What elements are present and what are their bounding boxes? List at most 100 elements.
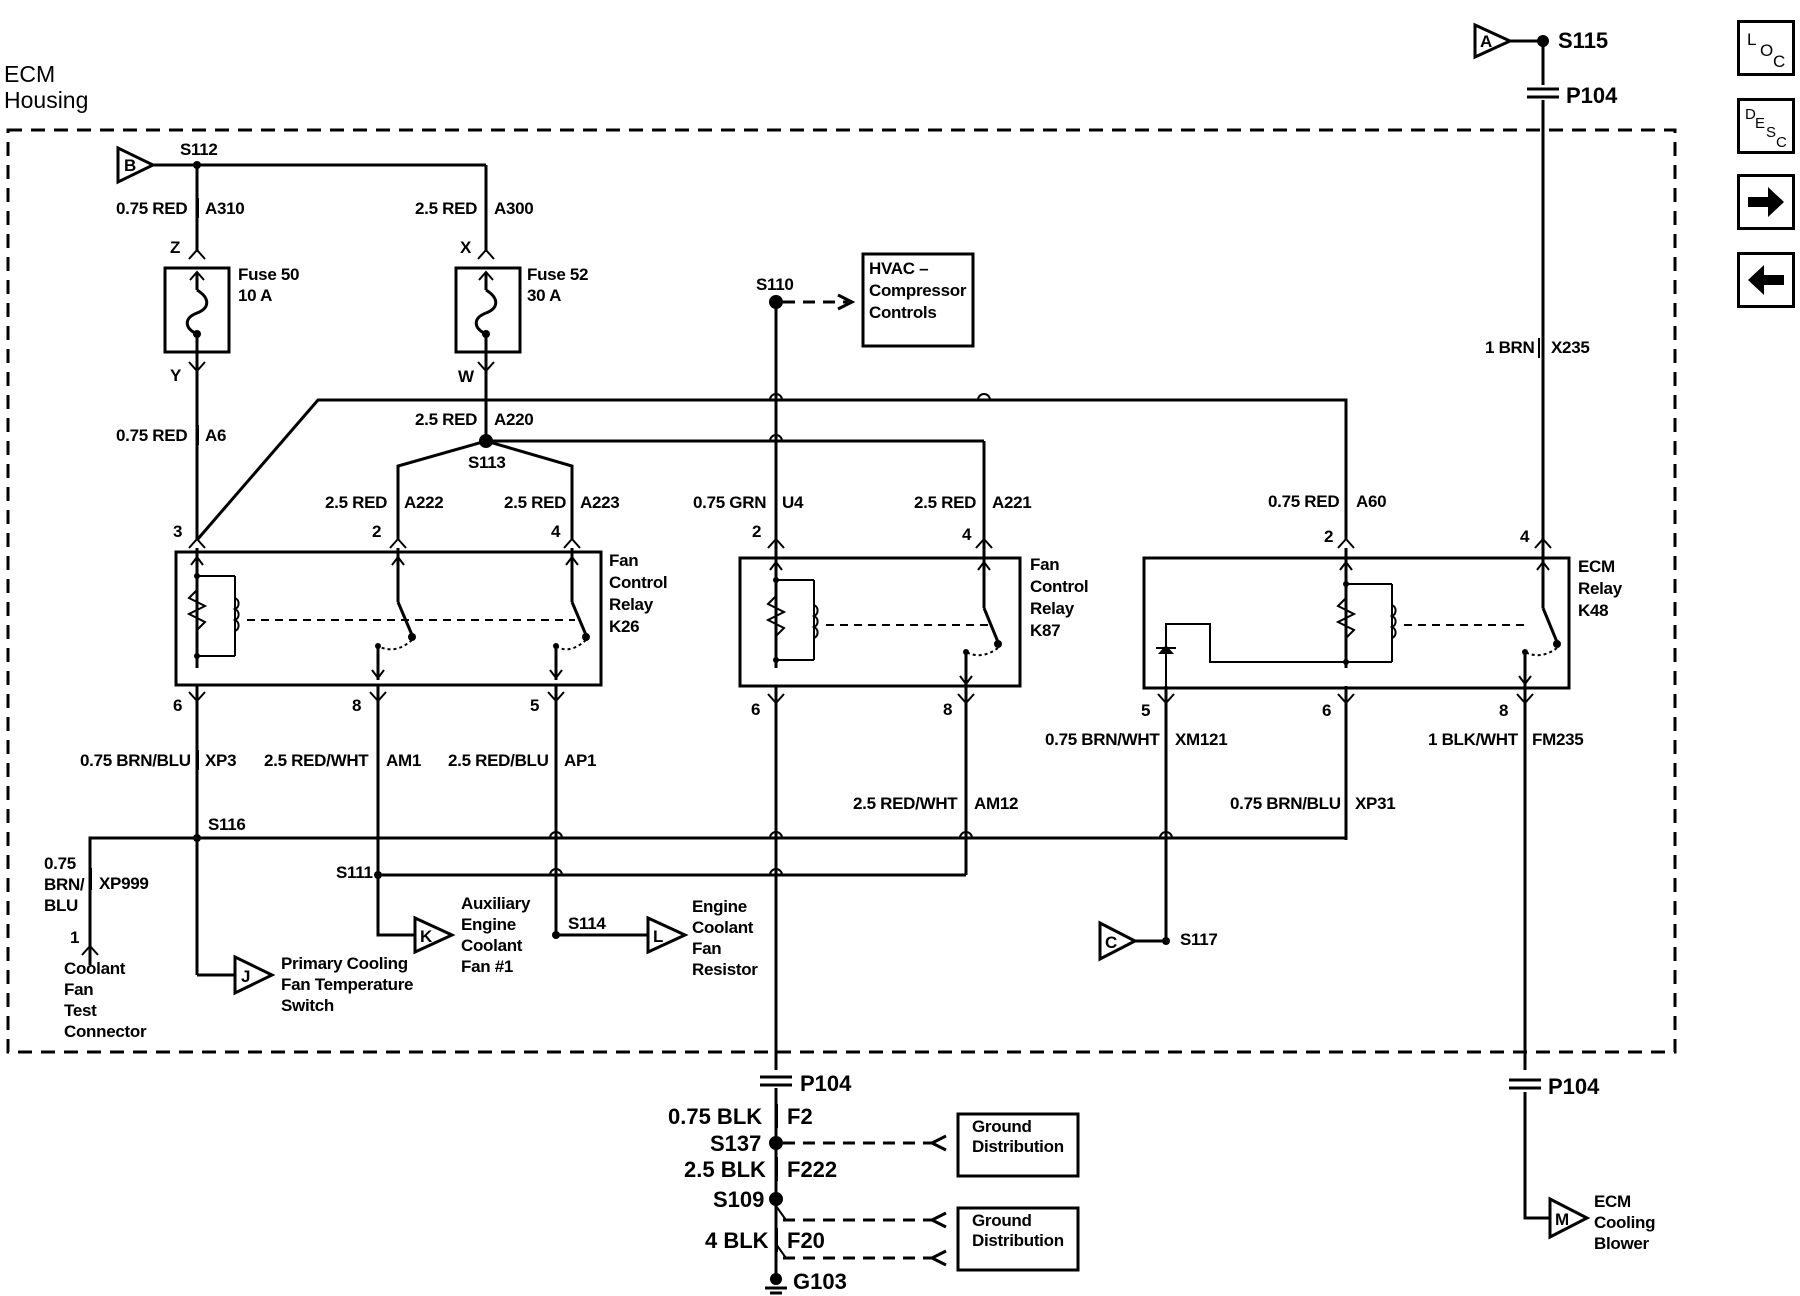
svg-text:0.75 RED: 0.75 RED — [1268, 492, 1339, 511]
next-button[interactable] — [1737, 174, 1795, 230]
svg-text:6: 6 — [751, 700, 760, 719]
svg-text:A: A — [1480, 32, 1492, 51]
splice-s109 — [769, 1192, 783, 1206]
svg-text:30 A: 30 A — [527, 286, 561, 305]
svg-text:Coolant: Coolant — [64, 959, 126, 978]
svg-text:W: W — [458, 367, 475, 386]
svg-text:F222: F222 — [787, 1157, 837, 1182]
splice-s111 — [374, 871, 382, 879]
svg-text:0.75 BLK: 0.75 BLK — [668, 1104, 762, 1129]
svg-text:A220: A220 — [494, 410, 533, 429]
svg-text:4: 4 — [962, 525, 972, 544]
connector-k[interactable]: K — [413, 915, 456, 955]
desc-button[interactable]: D E S C — [1737, 98, 1795, 154]
svg-text:C: C — [1773, 52, 1785, 71]
connector-c[interactable]: C — [1098, 920, 1139, 962]
svg-text:0.75 BRN/BLU: 0.75 BRN/BLU — [1230, 794, 1341, 813]
svg-text:S117: S117 — [1180, 930, 1218, 949]
svg-text:X235: X235 — [1551, 338, 1590, 357]
svg-text:Ground: Ground — [972, 1117, 1032, 1136]
svg-text:A60: A60 — [1356, 492, 1386, 511]
svg-text:K87: K87 — [1030, 621, 1060, 640]
svg-text:6: 6 — [1322, 701, 1331, 720]
svg-text:Z: Z — [170, 238, 180, 257]
svg-text:2: 2 — [752, 522, 761, 541]
svg-text:S110: S110 — [756, 275, 794, 294]
svg-text:Fan: Fan — [692, 939, 721, 958]
svg-text:1: 1 — [70, 928, 79, 947]
svg-text:2.5 RED/BLU: 2.5 RED/BLU — [448, 751, 549, 770]
svg-text:C: C — [1776, 134, 1787, 151]
svg-text:K: K — [420, 927, 433, 946]
svg-text:0.75 BRN/WHT: 0.75 BRN/WHT — [1045, 730, 1160, 749]
svg-text:Controls: Controls — [869, 303, 936, 322]
svg-text:A310: A310 — [205, 199, 244, 218]
housing-title-2: Housing — [4, 87, 88, 113]
splice-s117 — [1162, 937, 1170, 945]
svg-text:1 BLK/WHT: 1 BLK/WHT — [1428, 730, 1519, 749]
svg-text:Connector: Connector — [64, 1022, 147, 1041]
svg-text:Ground: Ground — [972, 1211, 1032, 1230]
svg-text:O: O — [1760, 41, 1773, 60]
svg-text:XP31: XP31 — [1355, 794, 1395, 813]
fan-control-relay-k87: Fan Control Relay K87 — [738, 548, 1089, 688]
svg-text:3: 3 — [173, 522, 182, 541]
svg-text:ECM: ECM — [1594, 1192, 1631, 1211]
splice-s114 — [552, 931, 560, 939]
hvac-compressor-controls: HVAC – Compressor Controls — [861, 252, 975, 348]
svg-text:FM235: FM235 — [1532, 730, 1583, 749]
svg-text:8: 8 — [943, 700, 952, 719]
svg-text:2.5 RED/WHT: 2.5 RED/WHT — [264, 751, 369, 770]
svg-text:S113: S113 — [468, 453, 506, 472]
svg-text:Distribution: Distribution — [972, 1137, 1064, 1156]
svg-text:K48: K48 — [1578, 601, 1608, 620]
svg-text:Coolant: Coolant — [692, 918, 754, 937]
connector-a[interactable]: A — [1473, 22, 1514, 60]
engine-coolant-fan-resistor: Engine Coolant Fan Resistor — [692, 897, 759, 979]
svg-text:G103: G103 — [793, 1269, 847, 1294]
connector-p104-top: P104 — [1527, 83, 1618, 108]
loc-button[interactable]: L O C — [1737, 20, 1795, 76]
svg-text:Engine: Engine — [461, 915, 516, 934]
svg-text:2.5 RED: 2.5 RED — [415, 410, 477, 429]
svg-text:S112: S112 — [180, 140, 218, 159]
ecm-relay-k48: ECM Relay K48 — [1142, 548, 1623, 690]
svg-text:2.5 RED: 2.5 RED — [914, 493, 976, 512]
desc-icon: D E S C — [1745, 106, 1787, 151]
svg-text:M: M — [1555, 1210, 1569, 1229]
svg-text:2.5 RED/WHT: 2.5 RED/WHT — [853, 794, 958, 813]
prev-button[interactable] — [1737, 252, 1795, 308]
svg-text:XP3: XP3 — [205, 751, 236, 770]
svg-text:Fuse 50: Fuse 50 — [238, 265, 299, 284]
svg-text:2.5 RED: 2.5 RED — [415, 199, 477, 218]
coolant-fan-test-connector: Coolant Fan Test Connector — [64, 959, 147, 1041]
fuse-50: Fuse 50 10 A — [163, 265, 300, 354]
svg-text:Relay: Relay — [609, 595, 654, 614]
connector-l[interactable]: L — [646, 915, 689, 955]
svg-text:Switch: Switch — [281, 996, 334, 1015]
svg-text:P104: P104 — [1566, 83, 1618, 108]
primary-cooling-fan-temperature-switch: Primary Cooling Fan Temperature Switch — [281, 954, 413, 1015]
svg-text:0.75 RED: 0.75 RED — [116, 199, 187, 218]
svg-text:F2: F2 — [787, 1104, 813, 1129]
svg-text:Blower: Blower — [1594, 1234, 1650, 1253]
svg-text:Distribution: Distribution — [972, 1231, 1064, 1250]
svg-text:S109: S109 — [713, 1187, 764, 1212]
svg-text:2.5 RED: 2.5 RED — [504, 493, 566, 512]
connector-m[interactable]: M — [1548, 1196, 1591, 1240]
svg-text:0.75 GRN: 0.75 GRN — [693, 493, 766, 512]
svg-text:Fan: Fan — [609, 551, 638, 570]
svg-text:S: S — [1766, 124, 1776, 141]
svg-text:HVAC –: HVAC – — [869, 259, 928, 278]
connector-p104-bottom-center: P104 — [760, 1071, 852, 1096]
svg-text:AM1: AM1 — [386, 751, 421, 770]
connector-j[interactable]: J — [233, 954, 276, 996]
ground-distribution-1: Ground Distribution — [956, 1112, 1080, 1178]
connector-b[interactable]: B — [116, 145, 157, 185]
svg-text:S114: S114 — [568, 914, 606, 933]
fuse-52: Fuse 52 30 A — [454, 265, 589, 354]
svg-text:Control: Control — [1030, 577, 1088, 596]
arrow-right-icon — [1748, 187, 1784, 217]
svg-text:Y: Y — [170, 366, 182, 385]
loc-icon: L O C — [1747, 30, 1785, 71]
